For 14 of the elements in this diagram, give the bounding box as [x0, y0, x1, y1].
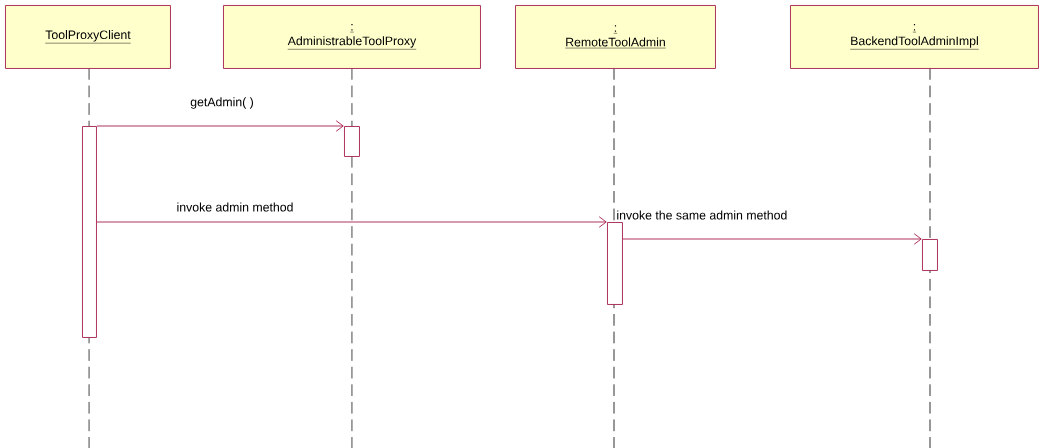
- activation-bar: [922, 239, 938, 271]
- message-label: invoke admin method: [175, 201, 295, 213]
- object-box: : BackendToolAdminImpl: [790, 5, 1039, 69]
- message-label: invoke the same admin method: [615, 209, 789, 221]
- object-box: : RemoteToolAdmin: [515, 5, 716, 69]
- activation-bar: [344, 126, 360, 157]
- object-box: : AdministrableToolProxy: [223, 5, 481, 69]
- activation-bar: [82, 126, 97, 338]
- message-label: getAdmin( ): [189, 96, 255, 110]
- object-box: ToolProxyClient: [5, 5, 171, 69]
- activation-bar: [607, 222, 623, 305]
- message-arrow: [96, 216, 607, 228]
- message-arrow: [622, 233, 922, 245]
- message-arrow: [96, 120, 344, 132]
